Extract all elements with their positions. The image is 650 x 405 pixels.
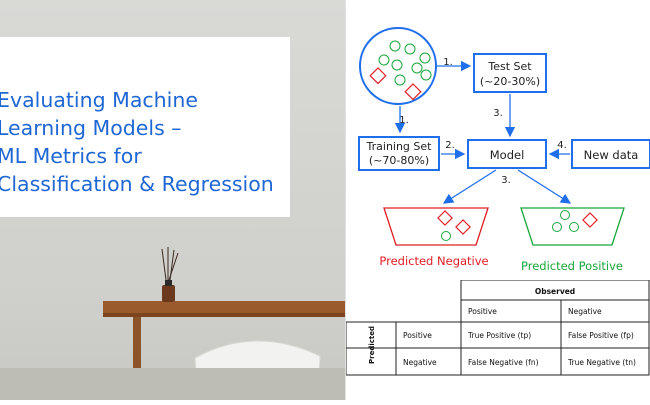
confusion-matrix: Observed Positive Negative Predicted Pos… xyxy=(345,279,650,400)
slide-title: Evaluating Machine Learning Models – ML … xyxy=(0,88,274,196)
step-2-label: 2. xyxy=(445,140,455,151)
row-negative-header: Negative xyxy=(403,358,437,367)
training-set-label: Training Set xyxy=(366,140,433,153)
green-circle-icon xyxy=(441,231,451,241)
divider xyxy=(345,0,346,400)
green-circle-icon xyxy=(552,222,562,232)
cell-false-positive: False Positive (fp) xyxy=(568,331,634,340)
cell-true-positive: True Positive (tp) xyxy=(467,331,531,340)
green-circle-icon xyxy=(378,54,390,66)
training-set-share: (~70-80%) xyxy=(369,154,429,167)
ml-workflow-diagram: Test Set (~20-30%) Training Set (~70-80%… xyxy=(346,0,650,280)
observed-header: Observed xyxy=(535,287,575,296)
green-circle-icon xyxy=(389,40,401,52)
model-box xyxy=(467,139,547,169)
predicted-header: Predicted xyxy=(368,326,376,364)
arrow-to-positive xyxy=(517,169,572,204)
green-circle-icon xyxy=(420,69,432,81)
tabletop xyxy=(103,301,345,315)
test-set-box xyxy=(473,53,547,93)
red-diamond-icon xyxy=(455,219,471,235)
red-diamond-icon xyxy=(437,210,453,226)
step-4-label: 4. xyxy=(557,140,567,151)
title-card xyxy=(0,37,290,217)
step-1-label: 1. xyxy=(443,57,453,68)
predicted-positive-bin xyxy=(520,207,625,246)
diffuser-bottle xyxy=(162,285,175,302)
floor xyxy=(0,368,345,400)
green-circle-icon xyxy=(394,74,406,86)
red-diamond-icon xyxy=(404,83,422,101)
green-circle-icon xyxy=(391,59,403,71)
new-data-label: New data xyxy=(584,148,639,162)
green-circle-icon xyxy=(560,210,570,220)
green-circle-icon xyxy=(419,52,431,64)
dataset-circle xyxy=(359,27,437,105)
step-3-label: 3. xyxy=(501,175,511,186)
predicted-negative-label: Predicted Negative xyxy=(379,254,488,268)
cell-true-negative: True Negative (tn) xyxy=(567,358,636,367)
model-label: Model xyxy=(490,148,525,162)
arrow-to-negative xyxy=(442,169,497,204)
green-circle-icon xyxy=(411,62,423,74)
test-set-share: (~20-30%) xyxy=(480,75,540,88)
red-diamond-icon xyxy=(582,212,598,228)
col-negative-header: Negative xyxy=(568,307,602,316)
col-positive-header: Positive xyxy=(468,307,497,316)
predicted-positive-label: Predicted Positive xyxy=(521,259,623,273)
dataset-green-circles xyxy=(378,40,432,86)
cell-false-negative: False Negative (fn) xyxy=(468,358,539,367)
training-set-box xyxy=(358,136,440,171)
table-leg xyxy=(133,317,141,400)
row-positive-header: Positive xyxy=(403,331,432,340)
green-circle-icon xyxy=(569,222,579,232)
reed-stick xyxy=(168,252,179,281)
step-1-label: 1. xyxy=(399,115,409,126)
step-3-label: 3. xyxy=(493,108,503,119)
predicted-negative-bin xyxy=(383,207,489,246)
new-data-box xyxy=(571,139,650,169)
red-diamond-icon xyxy=(369,67,387,85)
green-circle-icon xyxy=(404,43,416,55)
reed-stick xyxy=(161,248,167,281)
test-set-label: Test Set xyxy=(487,60,532,73)
